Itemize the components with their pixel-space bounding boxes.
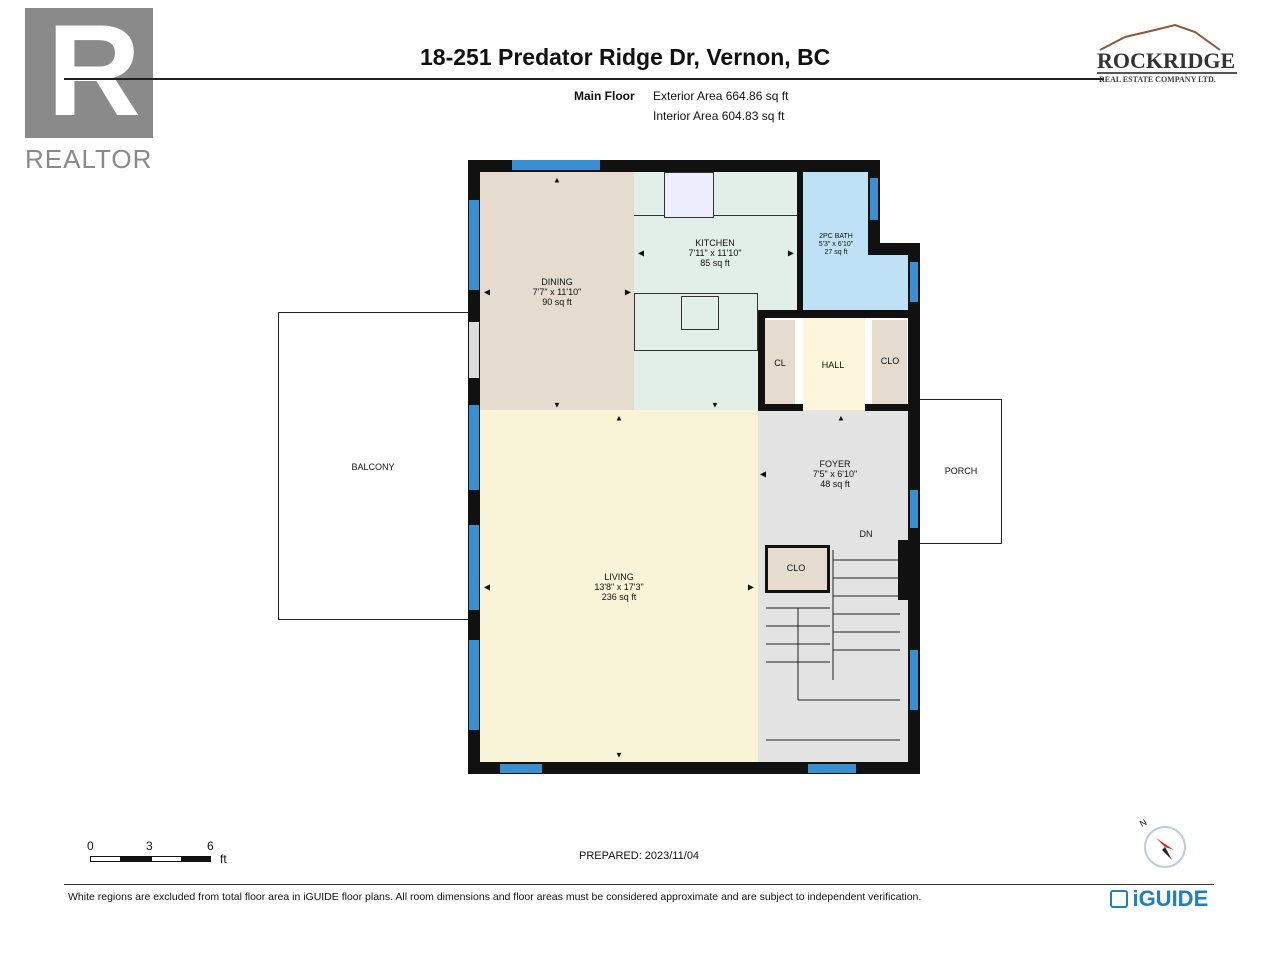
kitchen-counter [634, 172, 798, 216]
dimension-arrow: ◀ [483, 582, 491, 592]
floor-name: Main Floor [574, 89, 635, 103]
dimension-arrow: ▲ [837, 413, 845, 423]
room-cl [765, 320, 795, 404]
disclaimer: White regions are excluded from total fl… [68, 891, 922, 903]
window [910, 490, 918, 528]
wall-hall-top [758, 310, 908, 318]
window [469, 640, 479, 730]
wall-hall-bottom-r [865, 404, 910, 411]
window [910, 262, 918, 302]
footer-rule [64, 884, 1214, 885]
room-bath [800, 172, 878, 310]
room-clo [872, 320, 907, 404]
compass: N [1138, 817, 1188, 868]
label-clo-small: CLO [786, 563, 806, 573]
wall-cl-left [758, 310, 765, 410]
stove [664, 172, 714, 218]
room-bath-notch [876, 253, 910, 310]
room-foyer [758, 410, 910, 540]
wall-hall-bottom-l [758, 404, 803, 411]
dimension-arrow: ▲ [553, 175, 561, 185]
dimension-arrow: ◀ [637, 248, 645, 258]
iguide-logo: iGUIDE [1110, 886, 1208, 912]
dimension-arrow: ▶ [747, 582, 755, 592]
page-title: 18-251 Predator Ridge Dr, Vernon, BC [420, 44, 831, 70]
label-hall: HALL [821, 360, 845, 370]
label-cl: CL [774, 358, 786, 368]
label-porch: PORCH [944, 466, 978, 476]
window [870, 178, 878, 220]
room-clo-small [765, 545, 830, 593]
wall-notch [868, 243, 920, 255]
label-balcony: BALCONY [351, 462, 395, 472]
exterior-area: Exterior Area 664.86 sq ft [653, 89, 789, 103]
dimension-arrow: ▼ [615, 750, 623, 760]
prepared-date: PREPARED: 2023/11/04 [579, 850, 700, 862]
balcony-door [469, 322, 479, 378]
realtor-logo: R REALTOR [25, 0, 153, 174]
room-living [480, 410, 758, 762]
window [469, 525, 479, 610]
window [512, 160, 600, 170]
dimension-arrow: ◀ [759, 469, 767, 479]
window [808, 764, 856, 773]
dimension-arrow: ▼ [711, 400, 719, 410]
dimension-arrow: ▶ [624, 287, 632, 297]
sink [681, 296, 719, 330]
room-kitchen-nook [758, 172, 798, 310]
kitchen-island [634, 293, 758, 351]
window [910, 650, 918, 710]
window [500, 764, 542, 773]
compass-needle-icon [1156, 838, 1174, 860]
wall-bath-left [797, 172, 803, 318]
title-rule [64, 78, 1104, 80]
window [469, 405, 479, 490]
window [469, 200, 479, 290]
wall-stair-right [898, 540, 910, 600]
label-stairs-down: DN [859, 529, 873, 539]
interior-area: Interior Area 604.83 sq ft [653, 109, 785, 123]
stair-treads [766, 550, 900, 741]
dimension-arrow: ▲ [615, 413, 623, 423]
dimension-arrow: ▶ [787, 248, 795, 258]
room-dining [480, 172, 634, 410]
dimension-arrow: ◀ [483, 287, 491, 297]
rockridge-logo: ROCKRIDGE REAL ESTATE COMPANY LTD. [1085, 22, 1245, 86]
wall-bottom [468, 762, 920, 774]
label-clo: CLO [880, 356, 900, 366]
dimension-arrow: ▼ [553, 400, 561, 410]
room-hall [803, 318, 865, 410]
